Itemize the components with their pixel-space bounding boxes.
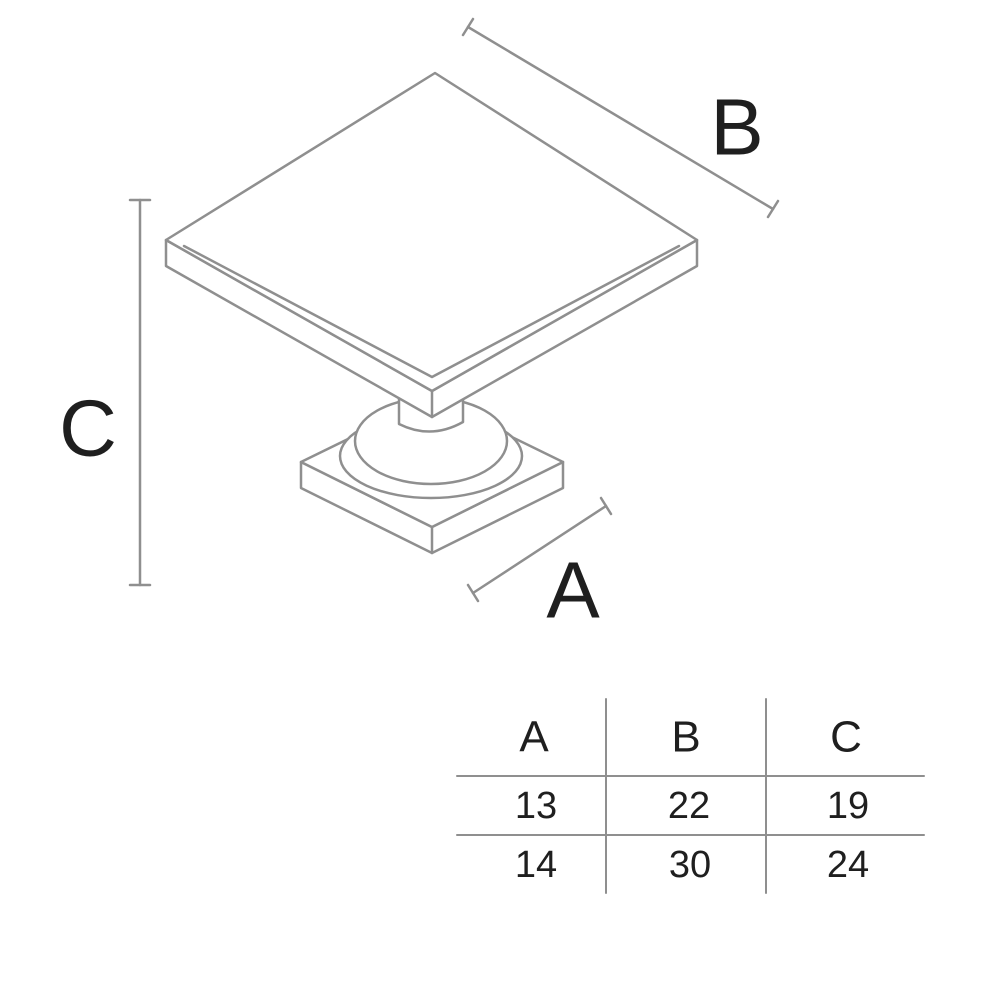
table-cell-r1-b: 22 — [668, 785, 710, 827]
line-art — [128, 17, 925, 894]
table-grid — [456, 698, 925, 894]
table-cell-r1-a: 13 — [515, 785, 557, 827]
labels: B C A A B C 13 22 19 14 30 24 — [59, 83, 869, 887]
dim-b-tick-start — [461, 17, 475, 37]
dim-b-line — [466, 25, 775, 211]
dimension-line-b — [461, 17, 780, 219]
table-row: 14 30 24 — [515, 844, 869, 886]
dim-label-a: A — [546, 546, 600, 635]
table-cell-r2-c: 24 — [827, 844, 869, 886]
dimension-line-c — [128, 198, 152, 587]
table-cell-r1-c: 19 — [827, 785, 869, 827]
top-plate-bevel-line — [182, 244, 681, 379]
table-header-row: A B C — [519, 713, 862, 762]
dimension-line-a — [466, 496, 613, 603]
dim-label-c: C — [59, 384, 117, 473]
dim-a-tick-end — [599, 496, 613, 516]
knob-top-plate — [164, 71, 699, 419]
table-row: 13 22 19 — [515, 785, 869, 827]
table-header-b: B — [671, 713, 700, 762]
table-cell-r2-b: 30 — [669, 844, 711, 886]
top-plate-top-face — [164, 71, 699, 393]
table-header-c: C — [830, 713, 862, 762]
table-header-a: A — [519, 713, 549, 762]
dim-b-tick-end — [766, 199, 780, 219]
table-cell-r2-a: 14 — [515, 844, 557, 886]
dim-a-line — [471, 504, 608, 595]
dim-a-tick-start — [466, 583, 480, 603]
dim-label-b: B — [710, 83, 763, 172]
